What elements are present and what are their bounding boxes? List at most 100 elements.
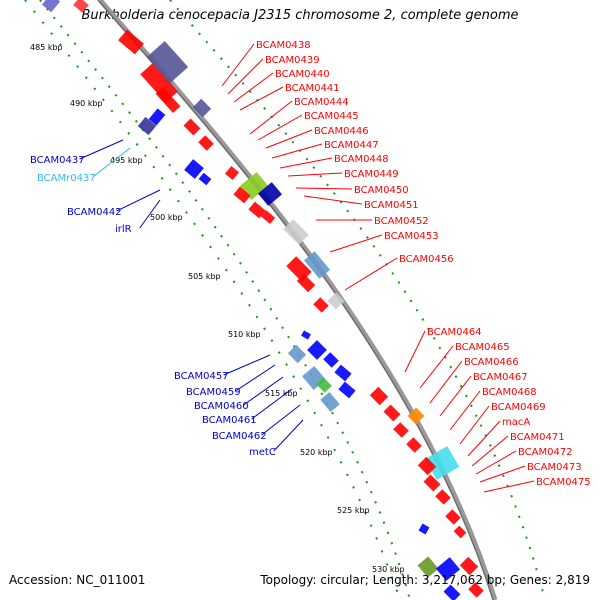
gene-label: BCAM0437 [30,155,85,166]
gene-feature [73,0,89,13]
ruler-tick-label: 505 kbp [188,272,221,281]
gene-label: BCAM0452 [374,216,429,227]
leader-line [249,100,293,135]
leader-line [279,157,333,169]
gene-feature [248,201,266,219]
gene-feature [453,525,467,539]
gene-feature [417,456,437,476]
gene-label: BCAM0441 [285,83,340,94]
leader-line [475,450,517,475]
leader-line [449,390,481,431]
gene-feature [257,182,283,206]
gene-label: BCAM0456 [399,254,454,265]
gene-label: BCAM0461 [202,415,257,426]
leader-line [139,199,161,229]
gene-feature [224,165,240,181]
leader-line [235,364,276,392]
map-title: Burkholderia cenocepacia J2315 chromosom… [81,8,519,23]
gene-feature [260,210,276,224]
leader-line [239,86,284,111]
ruler-tick-label: 485 kbp [30,43,63,52]
leader-line [479,465,526,483]
gene-label: BCAM0444 [294,97,349,108]
gene-label: BCAM0462 [212,431,267,442]
gene-feature [327,292,345,310]
leader-line [116,189,161,212]
leader-line [79,139,124,160]
gene-feature [184,159,204,179]
gene-label: BCAM0439 [265,55,320,66]
gene-feature [140,63,178,103]
leader-line [404,330,426,373]
leader-line [261,404,301,436]
gene-feature [233,186,251,204]
leader-line [233,72,274,103]
label-leader-lines [79,43,535,493]
gene-label: BCAM0460 [194,401,249,412]
gene-feature [198,135,214,151]
leader-line [295,187,353,190]
gene-label: macA [502,417,530,428]
gene-feature [383,404,401,422]
gene-label: BCAM0453 [384,231,439,242]
gene-feature [307,340,327,360]
leader-line [271,143,323,159]
gene-feature [435,489,451,505]
gene-feature [323,352,339,368]
leader-line [221,43,255,87]
gene-labels: BCAM0438BCAM0439BCAM0440BCAM0441BCAM0444… [30,40,591,488]
ruler-tick-label: 500 kbp [150,213,183,222]
gene-label: BCAM0466 [464,357,519,368]
leader-line [483,480,535,493]
gene-feature [146,40,189,84]
gene-feature [393,422,409,438]
gene-feature [296,273,316,293]
gene-label: BCAM0472 [518,447,573,458]
gene-feature [468,582,484,598]
gene-label: BCAM0448 [334,154,389,165]
gene-feature [459,556,479,576]
gene-feature [313,297,329,313]
gene-feature [443,584,461,600]
gene-feature [417,556,439,578]
gene-label: irlR [115,224,132,235]
gene-feature [192,98,212,118]
gene-label: BCAM0459 [186,387,241,398]
gene-label: BCAM0475 [536,477,591,488]
gene-feature [148,108,166,126]
leader-line [273,419,304,452]
genome-stats-text: Topology: circular; Length: 3,217,062 bp… [260,573,590,587]
gene-feature [369,386,389,406]
gene-label: BCAM0464 [427,327,482,338]
leader-line [243,376,284,406]
gene-label: BCAM0473 [527,462,582,473]
leader-line [223,354,271,376]
gene-feature [418,523,430,535]
leader-line [303,195,363,205]
leader-line [92,147,131,178]
leader-line [265,129,313,149]
outer-track-guide [169,0,546,600]
gene-feature [320,392,340,412]
gene-feature [301,330,311,340]
ruler-tick-label: 495 kbp [110,156,143,165]
ruler-tick-label: 520 kbp [300,448,333,457]
gene-feature [137,116,157,136]
gene-label: BCAM0450 [354,185,409,196]
ruler-tick-label: 515 kbp [265,389,298,398]
gene-features [41,0,484,600]
ruler-tick-label: 525 kbp [337,506,370,515]
gene-label: BCAM0451 [364,200,419,211]
accession-text: Accession: NC_011001 [9,573,146,587]
leader-line [471,435,509,467]
leader-line [257,114,303,141]
gene-label: BCAM0449 [344,169,399,180]
gene-feature [338,381,356,399]
gene-feature [118,29,144,55]
ruler-tick-label: 490 kbp [70,99,103,108]
gene-feature [423,474,441,492]
gene-feature [424,446,460,480]
gene-label: BCAM0440 [275,69,330,80]
